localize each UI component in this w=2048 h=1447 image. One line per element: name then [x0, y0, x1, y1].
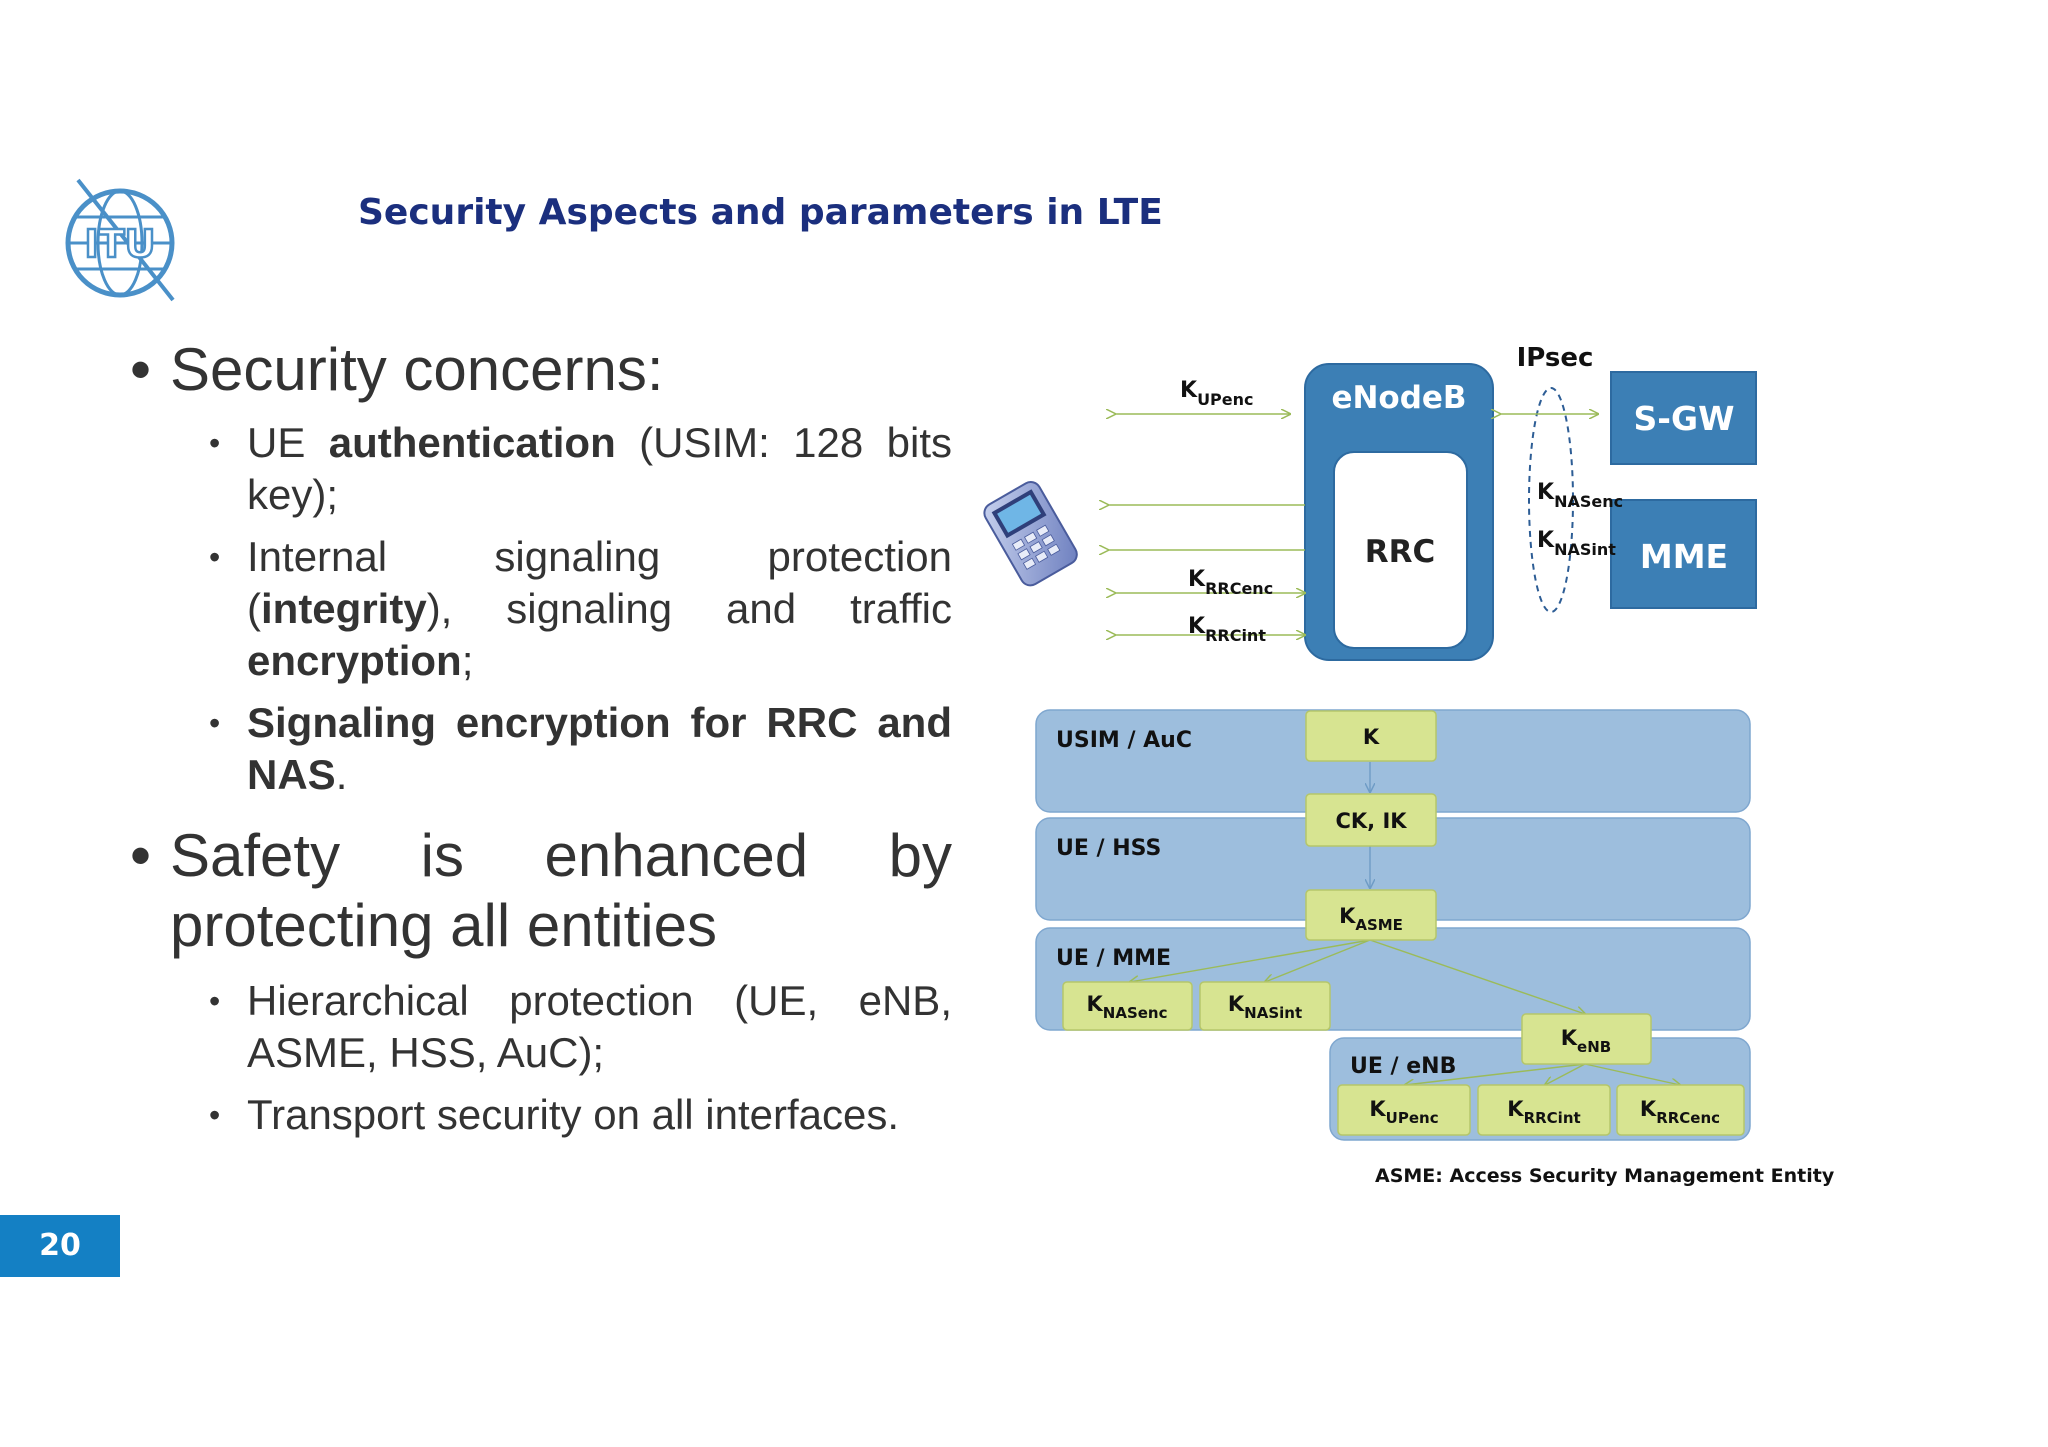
- layer-label-ue-hss: UE / HSS: [1056, 836, 1161, 861]
- sub-bullet-hierarchical: Hierarchical protection (UE, eNB, ASME, …: [209, 975, 952, 1079]
- mme-label: MME: [1640, 537, 1728, 576]
- keybox-enb: [1521, 1013, 1652, 1065]
- sub-bullet-authentication: UE authentication (USIM: 128 bits key);: [209, 417, 952, 521]
- key-nasint-top: KNASint: [1537, 528, 1616, 559]
- key-ckik: CK, IK: [1335, 809, 1407, 833]
- layer-label-ue-mme: UE / MME: [1056, 946, 1171, 971]
- rrc-box: [1333, 451, 1468, 649]
- sub-bullet-transport: Transport security on all interfaces.: [209, 1089, 952, 1141]
- rrc-label: RRC: [1365, 534, 1436, 570]
- key-rrcenc-top: KRRCenc: [1188, 567, 1273, 598]
- bullet-list: Security concerns: UE authentication (US…: [130, 335, 952, 1141]
- arrow-asme-nasenc: [1130, 939, 1371, 982]
- logo-text: ITU: [85, 222, 156, 266]
- keybox-nasenc: [1062, 981, 1193, 1031]
- itu-logo: ITU: [65, 178, 175, 302]
- keybox-rrcenc: [1616, 1084, 1745, 1136]
- key-upenc-top: KUPenc: [1180, 378, 1254, 409]
- arrow-enb-upenc: [1405, 1063, 1586, 1085]
- bullet-security-concerns: Security concerns:: [130, 335, 952, 405]
- key-rrcenc: KRRCenc: [1640, 1097, 1720, 1127]
- layer-label-usim-auc: USIM / AuC: [1056, 728, 1192, 753]
- mobile-phone-icon: [983, 481, 1078, 587]
- sgw-label: S-GW: [1634, 399, 1735, 438]
- ipsec-tunnel: [1528, 387, 1574, 613]
- keybox-ckik: [1305, 793, 1437, 847]
- arrow-enb-rrcenc: [1584, 1063, 1680, 1085]
- arrow-enb-rrcint: [1545, 1063, 1586, 1085]
- sub-bullet-integrity: Internal signaling protection (integrity…: [209, 531, 952, 687]
- keybox-nasint: [1199, 981, 1331, 1031]
- page-title: Security Aspects and parameters in LTE: [358, 192, 1163, 233]
- key-nasenc-top: KNASenc: [1537, 480, 1623, 511]
- key-nasenc: KNASenc: [1087, 992, 1168, 1022]
- sub-bullet-signaling-encryption: Signaling encryption for RRC and NAS.: [209, 697, 952, 801]
- keybox-rrcint: [1477, 1084, 1611, 1136]
- key-rrcint: KRRCint: [1507, 1097, 1580, 1127]
- key-rrcint-top: KRRCint: [1188, 614, 1266, 645]
- arrow-asme-nasint: [1265, 939, 1371, 982]
- key-enb: KeNB: [1561, 1026, 1611, 1056]
- ipsec-label: IPsec: [1517, 343, 1594, 373]
- arrow-asme-enb: [1369, 939, 1585, 1014]
- key-asme: KASME: [1339, 904, 1403, 934]
- sgw-node: [1610, 371, 1757, 465]
- enodeb-label: eNodeB: [1331, 380, 1466, 416]
- key-upenc: KUPenc: [1369, 1097, 1438, 1127]
- keybox-k: [1305, 710, 1437, 762]
- footnote-asme: ASME: Access Security Management Entity: [1375, 1165, 1835, 1187]
- key-k: K: [1363, 725, 1380, 749]
- layer-label-ue-enb: UE / eNB: [1350, 1054, 1456, 1079]
- mme-node: [1610, 499, 1757, 609]
- keybox-asme: [1305, 889, 1437, 941]
- page-number: 20: [0, 1215, 120, 1277]
- bullet-safety: Safety is enhanced by protecting all ent…: [130, 821, 952, 961]
- keybox-upenc: [1337, 1084, 1471, 1136]
- key-nasint: KNASint: [1228, 992, 1302, 1022]
